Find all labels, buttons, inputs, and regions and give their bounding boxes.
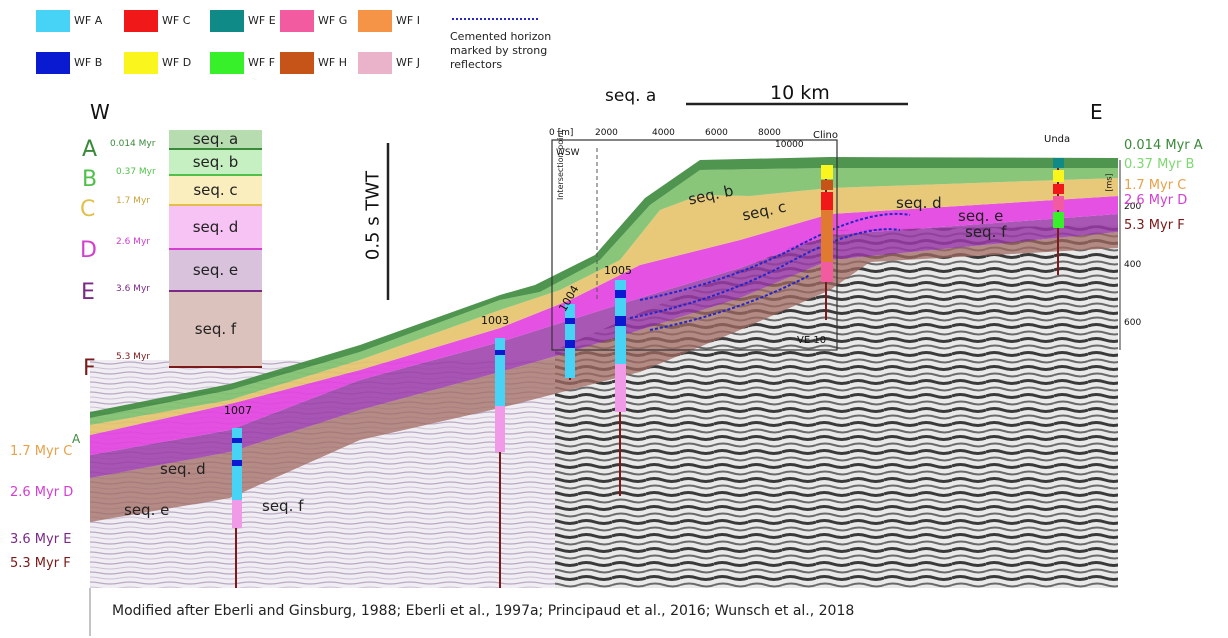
inset-tick-8000: 8000 <box>758 128 781 138</box>
well-label-1003: 1003 <box>481 314 509 327</box>
section-label-seq-f-left: seq. f <box>262 497 304 515</box>
scale-seq-a-label: seq. a <box>605 86 657 106</box>
section-label-seq-d-left: seq. d <box>160 460 206 478</box>
legend-swatch-wf-e <box>210 10 244 32</box>
well-label-clino: Clino <box>813 130 838 141</box>
depth-axis-unit: [ms] <box>1104 173 1114 192</box>
depth-tick-400: 400 <box>1124 260 1142 270</box>
legend-label-wf-h: WF H <box>318 56 347 69</box>
legend-swatch-wf-f <box>210 52 244 74</box>
section-label-seq-f: seq. f <box>965 223 1007 241</box>
column-letter-d: D <box>80 238 97 263</box>
legend-label-wf-j: WF J <box>396 56 420 69</box>
inset-unit: 0 [m] <box>549 128 574 138</box>
inset-tick-2000: 2000 <box>595 128 618 138</box>
legend-swatch-wf-b <box>36 52 70 74</box>
well-unda <box>1053 158 1064 275</box>
section-label-seq-e: seq. e <box>958 207 1004 225</box>
inset-tick-6000: 6000 <box>705 128 728 138</box>
right-label-a: 0.014 Myr A <box>1124 138 1203 153</box>
well-1007 <box>232 428 242 588</box>
twt-label: 0.5 s TWT <box>362 170 384 261</box>
column-letter-c: C <box>80 197 96 222</box>
legend-swatch-wf-c <box>124 10 158 32</box>
seq-e-layer <box>90 214 1118 478</box>
legend-swatch-wf-d <box>124 52 158 74</box>
column-age-b: 0.37 Myr <box>116 167 156 177</box>
seq-f-layer <box>90 232 1118 522</box>
column-age-c: 1.7 Myr <box>116 196 150 206</box>
east-label: E <box>1090 100 1103 124</box>
column-seq-b: seq. b <box>169 150 262 176</box>
legend-label-wf-f: WF F <box>248 56 276 69</box>
well-1004 <box>565 304 575 380</box>
right-label-f: 5.3 Myr F <box>1124 218 1185 233</box>
column-seq-f: seq. f <box>169 292 262 368</box>
inset-tick-10000: 10000 <box>775 140 804 150</box>
legend-swatch-wf-j <box>358 52 392 74</box>
right-label-d: 2.6 Myr D <box>1124 193 1188 208</box>
seq-a-layer <box>90 157 1118 418</box>
left-label-e: 3.6 Myr E <box>10 532 72 547</box>
cemented-horizon-legend-label: Cemented horizon marked by strong reflec… <box>450 30 552 71</box>
column-seq-c: seq. c <box>169 176 262 206</box>
column-age-a: 0.014 Myr <box>110 139 156 149</box>
well-label-1005: 1005 <box>604 264 632 277</box>
legend-label-wf-b: WF B <box>74 56 103 69</box>
legend-label-wf-g: WF G <box>318 14 348 27</box>
column-letter-a: A <box>82 137 98 162</box>
depth-tick-600: 600 <box>1124 318 1142 328</box>
column-letter-f: F <box>83 356 96 381</box>
legend-swatch-wf-i <box>358 10 392 32</box>
scale-bar-label: 10 km <box>770 82 830 104</box>
section-label-seq-e-left: seq. e <box>124 501 170 519</box>
legend-label-wf-a: WF A <box>74 14 103 27</box>
legend-swatch-wf-a <box>36 10 70 32</box>
depth-tick-200: 200 <box>1124 202 1142 212</box>
legend-label-wf-e: WF E <box>248 14 276 27</box>
legend-swatch-wf-h <box>280 52 314 74</box>
right-label-c: 1.7 Myr C <box>1124 178 1187 193</box>
column-seq-d: seq. d <box>169 206 262 250</box>
cemented-horizon-legend-line <box>452 18 538 20</box>
column-age-e: 3.6 Myr <box>116 284 150 294</box>
well-label-1007: 1007 <box>224 404 252 417</box>
legend-label-wf-i: WF I <box>396 14 420 27</box>
cemented-horizon-3 <box>649 274 811 331</box>
inset-intersection: Intersection point <box>556 129 565 200</box>
column-seq-a: seq. a <box>169 130 262 150</box>
well-1003 <box>495 338 505 588</box>
column-letter-b: B <box>82 167 98 192</box>
inset-ve: VE 10 <box>797 335 827 346</box>
column-age-f: 5.3 Myr <box>116 352 150 362</box>
well-label-unda: Unda <box>1044 134 1071 145</box>
west-label: W <box>90 100 110 124</box>
left-label-c: 1.7 Myr C <box>10 444 73 459</box>
left-label-f: 5.3 Myr F <box>10 556 71 571</box>
left-label-a: A <box>72 432 81 446</box>
right-label-b: 0.37 Myr B <box>1124 157 1195 172</box>
legend-label-wf-c: WF C <box>162 14 191 27</box>
legend-label-wf-d: WF D <box>162 56 192 69</box>
column-age-d: 2.6 Myr <box>116 237 150 247</box>
inset-wsw: WSW <box>556 148 580 158</box>
column-seq-e: seq. e <box>169 250 262 292</box>
column-letter-e: E <box>81 280 95 305</box>
caption: Modified after Eberli and Ginsburg, 1988… <box>112 603 855 619</box>
legend-swatch-wf-g <box>280 10 314 32</box>
well-clino <box>821 165 833 320</box>
well-1005 <box>615 280 626 496</box>
seq-b-layer <box>90 168 1118 425</box>
section-label-seq-d: seq. d <box>896 194 942 212</box>
inset-tick-4000: 4000 <box>652 128 675 138</box>
seq-d-layer <box>90 196 1118 455</box>
seq-c-layer <box>90 178 1118 435</box>
left-label-d: 2.6 Myr D <box>10 485 74 500</box>
